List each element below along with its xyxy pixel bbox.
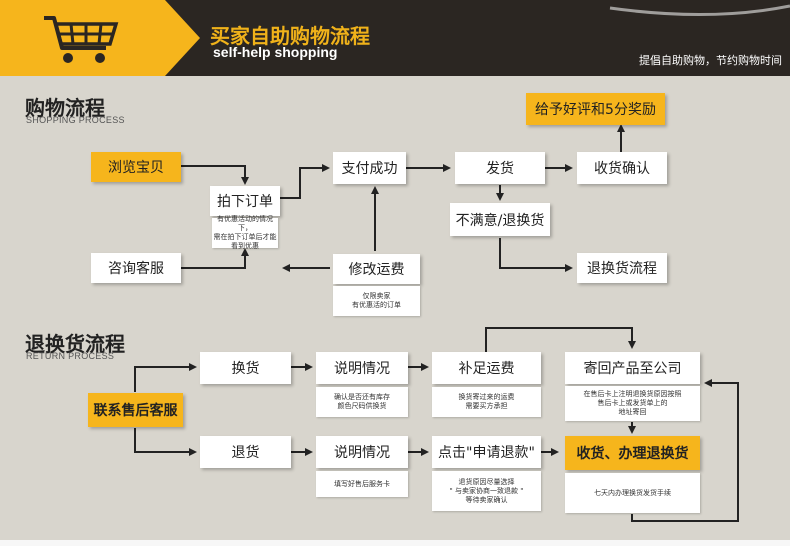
shopping-section-subtitle: SHOPPING PROCESS xyxy=(26,115,125,125)
browse-items-box: 浏览宝贝 xyxy=(91,152,181,182)
header-subtitle: self-help shopping xyxy=(213,44,338,60)
explain-situation-box-1: 说明情况 xyxy=(316,352,408,384)
ship-box: 发货 xyxy=(455,152,545,184)
modify-shipping-box: 修改运费 xyxy=(333,254,420,284)
contact-aftersales-box: 联系售后客服 xyxy=(88,393,183,427)
return-process-box: 退换货流程 xyxy=(577,253,667,283)
header-slogan: 提倡自助购物，节约购物时间 xyxy=(639,54,782,67)
explain-situation-note-1: 确认是否还有库存 颜色尺码供换货 xyxy=(316,387,408,417)
receive-handle-box: 收货、办理退换货 xyxy=(565,436,700,470)
header-shine-decoration xyxy=(609,4,790,16)
apply-refund-note: 退货原因尽量选择 " 与卖家协商一致退款 " 等待卖家确认 xyxy=(432,471,541,511)
receive-handle-note: 七天内办理换货发货手续 xyxy=(565,473,700,513)
return-section-title: 退换货流程 xyxy=(25,332,125,356)
send-back-box: 寄回产品至公司 xyxy=(565,352,700,384)
unsatisfied-return-box: 不满意/退换货 xyxy=(450,203,550,236)
confirm-receipt-box: 收货确认 xyxy=(577,152,667,184)
return-section-subtitle: RETURN PROCESS xyxy=(26,351,115,361)
explain-situation-box-2: 说明情况 xyxy=(316,436,408,468)
payment-success-box: 支付成功 xyxy=(333,152,406,184)
topup-shipping-box: 补足运费 xyxy=(432,352,541,384)
apply-refund-box: 点击"申请退款" xyxy=(432,436,541,468)
good-review-reward-box: 给予好评和5分奖励 xyxy=(526,93,665,125)
shopping-section-title: 购物流程 xyxy=(25,96,105,120)
place-order-note: 有优惠活动的情况下， 需在拍下订单后才能 看到优惠 xyxy=(212,215,278,250)
send-back-note: 在售后卡上注明退换货原因按照 售后卡上或发货单上的 地址寄回 xyxy=(565,386,700,421)
explain-situation-note-2: 填写好售后服务卡 xyxy=(316,471,408,497)
modify-shipping-note: 仅限卖家 有优惠活的订单 xyxy=(333,286,420,316)
bottom-divider xyxy=(0,540,790,546)
header-title: 买家自助购物流程 xyxy=(210,24,370,48)
topup-shipping-note: 换货寄过来的运费 需要买方承担 xyxy=(432,387,541,417)
refund-box: 退货 xyxy=(200,436,291,468)
shopping-cart-icon xyxy=(44,16,119,63)
consult-service-box: 咨询客服 xyxy=(91,253,181,283)
exchange-box: 换货 xyxy=(200,352,291,384)
place-order-box: 拍下订单 xyxy=(210,186,280,216)
